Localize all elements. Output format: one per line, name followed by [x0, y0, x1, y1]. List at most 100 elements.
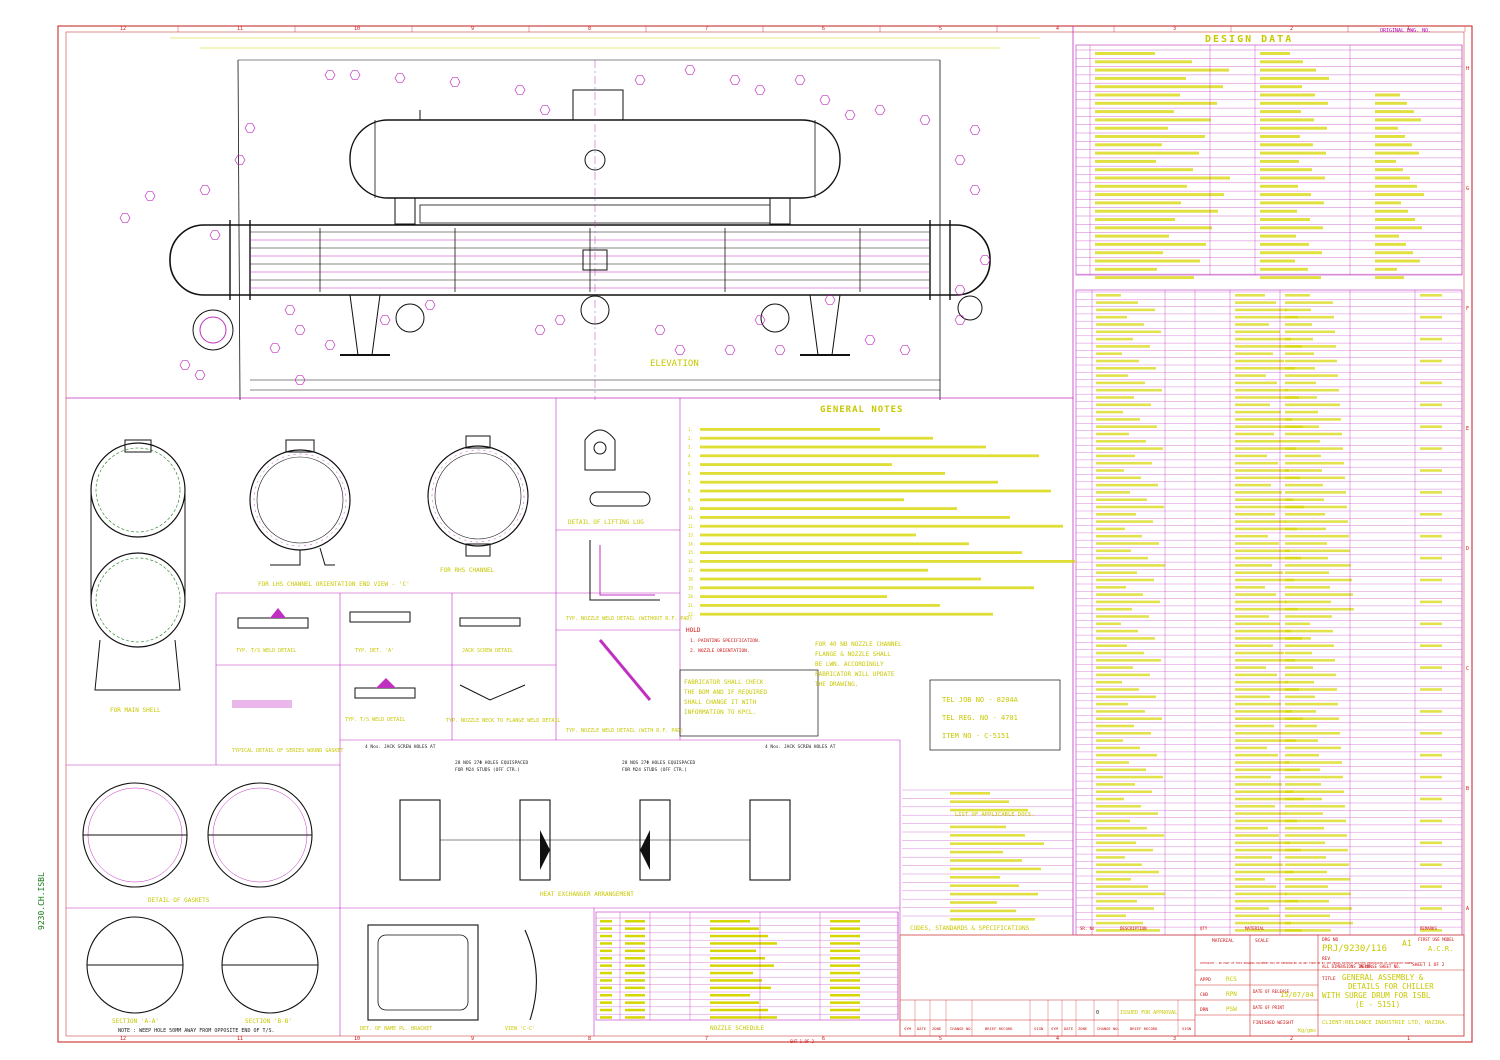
rev-label: REV	[1322, 956, 1330, 962]
weight-unit: Kg/gms	[1298, 1028, 1316, 1034]
nozzle-balloon	[954, 315, 966, 325]
nozzle-balloon	[349, 70, 361, 80]
nozzle-balloon	[844, 110, 856, 120]
drn-label: DRN	[1200, 1007, 1208, 1013]
nozzle-balloon	[919, 115, 931, 125]
heat-exchanger-label: HEAT EXCHANGER ARRANGEMENT	[540, 891, 634, 898]
grid-number: 9	[471, 1036, 474, 1042]
nozzle-schedule-label: NOZZLE SCHEDULE	[710, 1025, 765, 1032]
grid-letter: C	[1466, 666, 1469, 672]
svg-text:16.: 16.	[688, 559, 695, 564]
hold-item-1: 1. PAINTING SPECIFICATION.	[690, 638, 760, 644]
nozzle-balloon	[864, 335, 876, 345]
svg-text:7.: 7.	[688, 480, 693, 485]
nozzle-balloon	[684, 65, 696, 75]
date-print-label: DATE OF PRINT	[1253, 1005, 1285, 1010]
svg-text:18.: 18.	[688, 577, 695, 582]
fab-note-1: FABRICATOR SHALL CHECK	[684, 679, 764, 686]
codes-label: CODES, STANDARDS & SPECIFICATIONS	[910, 925, 1030, 932]
bom-footer-label: SR. No	[1080, 926, 1095, 931]
rev-col-label: SIGN	[1182, 1026, 1192, 1031]
item-no: ITEM NO - C-5151	[942, 732, 1009, 740]
side-label: 9230.CH.ISBL	[37, 872, 46, 930]
nozzle-balloon	[729, 75, 741, 85]
appd-by: RCS	[1226, 976, 1237, 983]
title-label: TITLE	[1322, 976, 1336, 982]
nozzle-balloon	[674, 345, 686, 355]
bill-of-materials	[1075, 289, 1463, 936]
grid-number: 2	[1290, 1036, 1293, 1042]
grid-number: 12	[120, 1036, 126, 1042]
nozzle-balloon	[899, 345, 911, 355]
nozzle-balloon	[294, 325, 306, 335]
fab-note-4: INFORMATION TO KPCL.	[684, 709, 756, 716]
nozzle-balloon	[179, 360, 191, 370]
svg-text:8.: 8.	[688, 489, 693, 494]
tel-reg: TEL REG. NO - 4701	[942, 714, 1018, 722]
nozzle-note-3: BE LWN. ACCORDINGLY	[815, 661, 884, 668]
grid-number: 10	[354, 26, 360, 32]
bom-footer-label: REMARKS	[1420, 926, 1437, 931]
grid-letter: A	[1466, 906, 1469, 912]
svg-text:14.: 14.	[688, 541, 695, 546]
rev-zero: 0	[1096, 1010, 1099, 1016]
ts-weld-label-2: TYP. T/S WELD DETAIL	[345, 717, 405, 723]
det-a-label: TYP. DET. 'A'	[355, 648, 394, 654]
svg-text:1.: 1.	[688, 427, 693, 432]
nozzle-balloon	[654, 325, 666, 335]
elevation-label: ELEVATION	[650, 359, 699, 369]
grid-number: 4	[1056, 1036, 1059, 1042]
svg-text:10.: 10.	[688, 506, 695, 511]
rev-col-label: SYM	[904, 1026, 912, 1031]
title-line-1: GENERAL ASSEMBLY &	[1342, 973, 1424, 982]
svg-text:21.: 21.	[688, 603, 695, 608]
grid-number: 11	[237, 26, 243, 32]
nozzle-note-2: FLANGE & NOZZLE SHALL	[815, 651, 891, 658]
jack-holes-label-2: 4 Nos. JACK SCREW HOLES AT	[765, 744, 836, 750]
nozzle-balloon	[874, 105, 886, 115]
svg-text:4.: 4.	[688, 453, 693, 458]
nozzle-balloon	[269, 343, 281, 353]
nozzle-balloon	[819, 95, 831, 105]
grid-number: 7	[705, 26, 708, 32]
nozzle-balloon	[534, 325, 546, 335]
jack-screw-label: JACK SCREW DETAIL	[462, 648, 513, 654]
rev-col-label: DATE	[917, 1026, 927, 1031]
release-label: RELEASE SHEET NO.	[1360, 964, 1401, 969]
heat-exchanger-arrangement: 4 Nos. JACK SCREW HOLES AT 28 NOS 27Φ HO…	[365, 744, 836, 898]
copyright: COPYRIGHT - NO PART OF THIS DRAWING DOCU…	[1200, 961, 1413, 965]
first-use-label: FIRST USE MODEL	[1418, 937, 1455, 942]
rhs-channel-label: FOR RHS CHANNEL	[440, 567, 495, 574]
scale-label: SCALE	[1255, 938, 1269, 944]
nozzle-balloon	[144, 191, 156, 201]
rhs-channel-view: FOR RHS CHANNEL	[427, 435, 529, 574]
nozzle-balloon	[979, 255, 991, 265]
nozzle-balloon	[194, 370, 206, 380]
nozzle-neck-label: TYP. NOZZLE NECK TO FLANGE WELD DETAIL	[446, 718, 560, 724]
finished-weight-label: FINISHED WEIGHT	[1253, 1020, 1294, 1026]
studs-label-2: FOR M24 STUDS (OFF CTR.)	[455, 767, 520, 773]
grid-letter: F	[1466, 306, 1469, 312]
nozzle-balloon	[294, 375, 306, 385]
chiller-shell	[169, 224, 991, 296]
nozzle-balloon	[539, 105, 551, 115]
nozzle-note-5: THE DRAWING.	[815, 681, 858, 688]
grid-letter: B	[1466, 786, 1469, 792]
svg-text:11.: 11.	[688, 515, 695, 520]
nozzle-balloon	[324, 340, 336, 350]
nozzle-balloon	[199, 185, 211, 195]
svg-text:2.: 2.	[688, 436, 693, 441]
general-notes: GENERAL NOTES 1.2.3.4.5.6.7.8.9.10.11.12…	[679, 405, 1075, 751]
nozzle-balloon	[754, 85, 766, 95]
lhs-channel-view: FOR LHS CHANNEL ORIENTATION END VIEW - '…	[249, 439, 410, 588]
nozzle-balloon	[969, 185, 981, 195]
nozzle-weld-label: TYP. NOZZLE WELD DETAIL (WITHOUT R.F. PA…	[566, 616, 692, 622]
svg-text:9.: 9.	[688, 497, 693, 502]
grid-number: 12	[120, 26, 126, 32]
grid-letter: E	[1466, 426, 1469, 432]
nozzle-balloon	[514, 85, 526, 95]
nozzle-balloon	[324, 70, 336, 80]
title-line-4: (E - 5151)	[1355, 1000, 1400, 1009]
